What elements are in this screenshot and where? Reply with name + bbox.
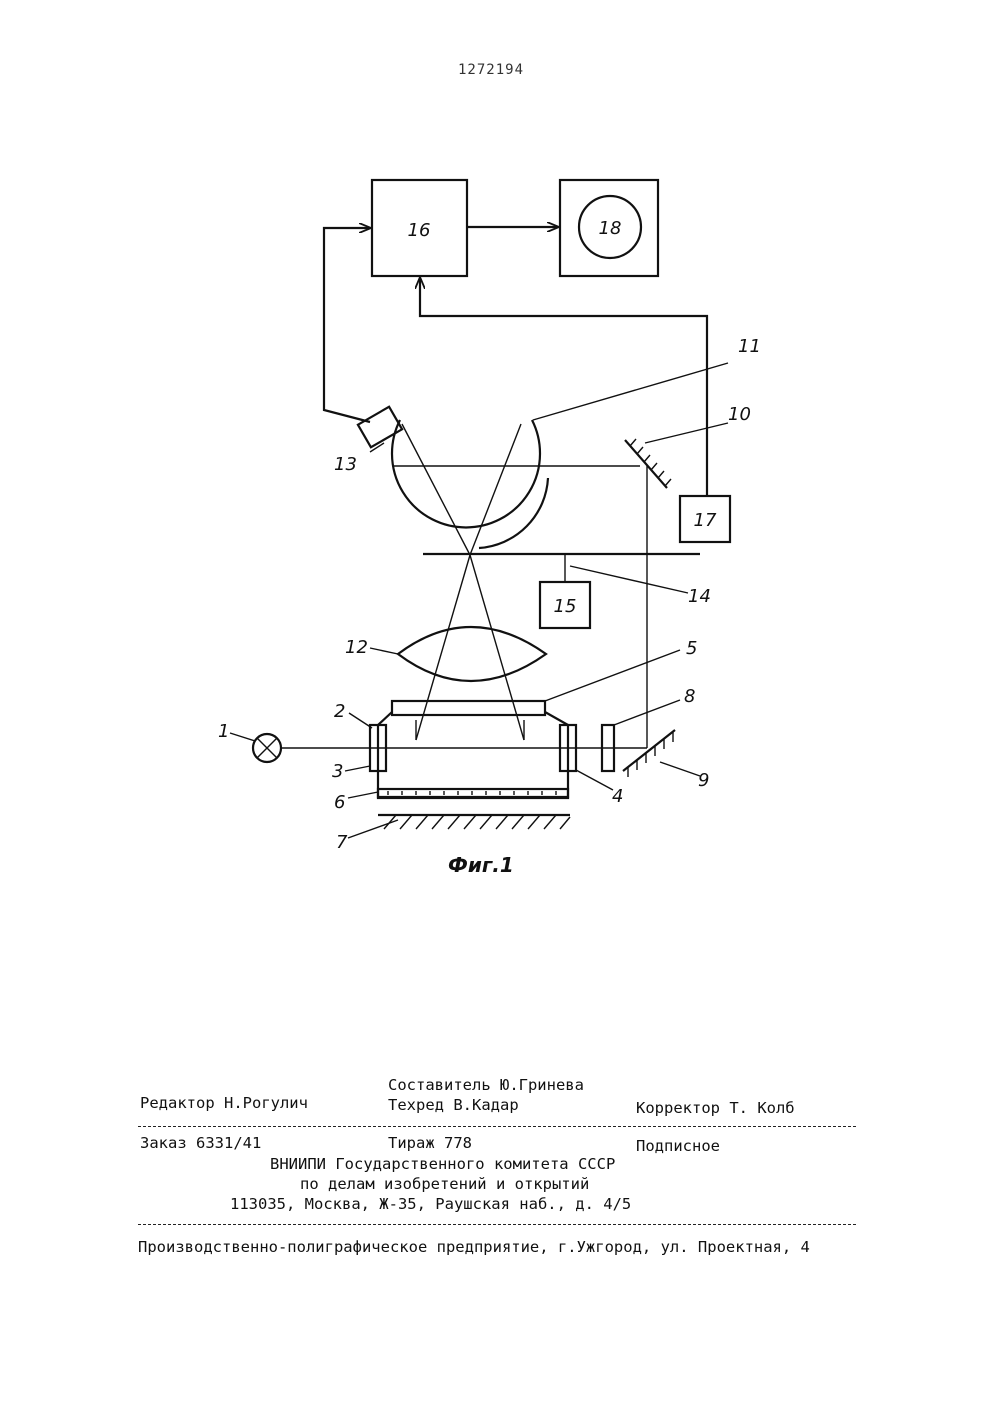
base-7-hatch [384,815,570,829]
colophon-compiler: Составитель Ю.Гринева [388,1076,584,1094]
beam-left-lower [416,555,470,740]
block-16-label: 16 [408,220,431,241]
chamber-left-corner [378,712,392,725]
colophon-techred: Техред В.Кадар [388,1096,519,1114]
label-3: 3 [332,761,343,782]
lens-12 [398,627,546,681]
beam-left [402,424,470,555]
label-13: 13 [334,454,357,475]
label-4: 4 [612,786,623,807]
label-1: 1 [218,721,229,742]
label-14: 14 [688,586,711,607]
colophon-org-line3: 113035, Москва, Ж-35, Раушская наб., д. … [230,1195,631,1213]
layer-6-dots [388,791,556,795]
detector-13 [358,407,402,448]
divider-top [138,1126,856,1127]
divider-bottom [138,1224,856,1225]
line-13-to-16 [324,228,370,422]
colophon-order: Заказ 6331/41 [140,1134,261,1152]
mirror-10-hatch [630,439,671,486]
label-12: 12 [345,637,368,658]
colophon-corrector: Корректор Т. Колб [636,1099,795,1117]
colophon-editor: Редактор Н.Рогулич [140,1094,308,1112]
label-5: 5 [686,638,697,659]
figure-caption: Фиг.1 [448,853,514,877]
label-10: 10 [728,404,751,425]
label-6: 6 [334,792,345,813]
block-17-label: 17 [694,510,717,531]
integrating-sphere-11 [392,420,540,527]
line-17-to-16 [420,278,707,496]
beam-right-lower [470,555,524,740]
beam-right [470,424,521,555]
label-9: 9 [698,770,709,791]
label-2: 2 [334,701,345,722]
colophon-printer: Производственно-полиграфическое предприя… [138,1238,810,1256]
mirror-10 [625,440,667,488]
colophon-org-line2: по делам изобретений и открытий [300,1175,589,1193]
colophon-print-run: Тираж 778 [388,1134,472,1152]
chamber-body [378,725,568,797]
label-11: 11 [738,336,761,357]
figure-1-diagram: 16 18 15 17 [0,0,1000,900]
leader-lines [230,363,728,838]
block-15-label: 15 [554,596,577,617]
block-18-label: 18 [599,218,622,239]
label-8: 8 [684,686,695,707]
chamber-right-corner [545,712,568,725]
plate-5 [392,701,545,715]
colophon-org-line1: ВНИИПИ Государственного комитета СССР [270,1155,615,1173]
label-7: 7 [336,832,348,853]
colophon-subscription: Подписное [636,1137,720,1155]
sphere-right-arc [479,478,548,548]
mirror-9-hatch [628,732,673,777]
